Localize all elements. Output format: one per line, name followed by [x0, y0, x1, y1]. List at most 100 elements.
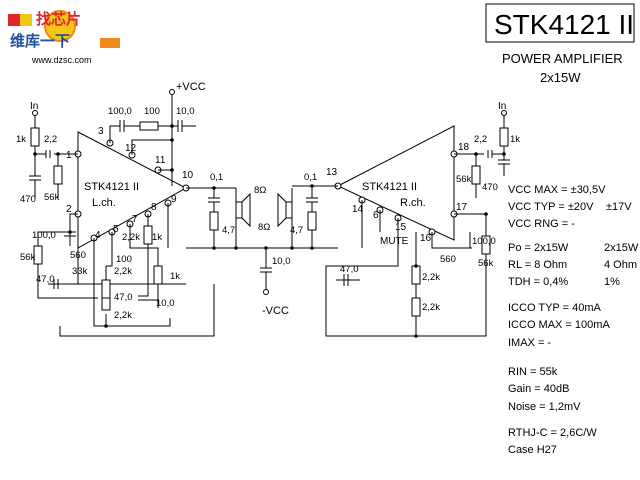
resistor-56k-left-fb: [33, 245, 43, 265]
pin-10-label: 10: [182, 170, 194, 181]
spec-tdh-alt: 1%: [604, 276, 620, 288]
resistor-4-7-left: [209, 211, 219, 231]
pin-11-label: 11: [155, 155, 166, 166]
resistor-2-2k-left-b: [101, 297, 111, 311]
left-channel-label: L.ch.: [92, 197, 116, 209]
pin-1-label: 1: [66, 150, 72, 161]
label-c10-low: 10,0: [156, 298, 175, 309]
input-right-label: In: [498, 101, 506, 112]
pin-5-label: 5: [113, 224, 119, 235]
logo-bottom-text: 维库一下: [10, 32, 70, 50]
pin-12-label: 12: [125, 143, 137, 154]
label-c100-left: 100,0: [32, 230, 56, 241]
label-r560-left: 560: [70, 250, 86, 261]
logo-chip-icon: [44, 10, 76, 42]
left-amplifier: STK4121 II L.ch. 1 2 3 12 11 10 9 8 7 5: [66, 126, 194, 249]
spec-case: Case H27: [508, 444, 557, 456]
input-left-label: In: [30, 101, 38, 112]
right-amp-triangle: [336, 125, 455, 241]
spec-rl-alt: 4 Ohm: [604, 259, 637, 271]
logo-arrow-shape: [100, 38, 120, 48]
pin-4-label: 4: [95, 230, 101, 241]
spec-vcc-typ: VCC TYP = ±20V: [508, 201, 594, 213]
label-c47-right: 47,0: [340, 264, 359, 275]
spec-vcc-typ-alt: ±17V: [606, 201, 632, 213]
spec-icco-typ: ICCO TYP = 40mA: [508, 302, 601, 314]
label-r2-2k-right-a: 2,2k: [422, 272, 440, 283]
label-r2-2k-right-b: 2,2k: [422, 302, 440, 313]
part-number: STK4121 II: [494, 9, 634, 40]
logo-square-red: [8, 14, 20, 26]
label-c10-top: 10,0: [176, 106, 195, 117]
spec-icco-max: ICCO MAX = 100mA: [508, 319, 610, 331]
label-r56k-right: 56k: [456, 174, 472, 185]
resistor-1k-low: [153, 265, 163, 285]
label-r2-2k-left-mid: 2,2k: [122, 232, 140, 243]
pin-9-label: 9: [171, 194, 177, 205]
resistor-2-2k-left-a: [101, 279, 111, 299]
spec-rin: RIN = 55k: [508, 366, 558, 378]
logo-url: www.dzsc.com: [31, 55, 92, 65]
component-labels: 1k 2,2 470 56k 100,0 56k 560 33k 47,0 10…: [16, 106, 520, 321]
label-r560-right: 560: [440, 254, 456, 265]
specs-panel: VCC MAX = ±30,5V VCC TYP = ±20V ±17V VCC…: [508, 184, 639, 456]
pin-8-label: 8: [151, 202, 157, 213]
label-r1k-right: 1k: [510, 134, 520, 145]
input-left-terminal: [32, 110, 38, 116]
pin-7-label: 7: [132, 214, 138, 225]
label-c47-left-b: 47,0: [114, 292, 133, 303]
resistor-1k-mid: [143, 225, 153, 245]
pin-16-label: 16: [420, 233, 432, 244]
label-c2-2-right: 2,2: [474, 134, 487, 145]
spec-vcc-rng: VCC RNG = -: [508, 218, 575, 230]
label-c0-1-right: 0,1: [304, 172, 317, 183]
label-r4-7-left: 4,7: [222, 225, 235, 236]
left-chip-label: STK4121 II: [84, 181, 139, 193]
junctions: [33, 124, 506, 338]
label-r1k-left: 1k: [16, 134, 26, 145]
label-c47-left: 47,0: [36, 274, 55, 285]
label-r2-2k-left-a: 2,2k: [114, 266, 132, 277]
mute-label: MUTE: [380, 236, 409, 247]
spec-po-alt: 2x15W: [604, 242, 639, 254]
spec-vcc-max: VCC MAX = ±30,5V: [508, 184, 606, 196]
dzsc-logo: 找芯片 维库一下 www.dzsc.com: [8, 10, 120, 65]
label-c100-right: 100,0: [472, 236, 496, 247]
label-r100-mid: 100: [116, 254, 132, 265]
power-rating: 2x15W: [540, 70, 581, 85]
spec-tdh: TDH = 0,4%: [508, 276, 568, 288]
right-channel-label: R.ch.: [400, 197, 426, 209]
part-number-box: [485, 3, 635, 43]
label-r33k-left: 33k: [72, 266, 88, 277]
spec-noise: Noise = 1,2mV: [508, 401, 581, 413]
pin-14-label: 14: [352, 204, 364, 215]
vcc-pos-terminal: [169, 89, 175, 95]
label-r2-2k-left-b: 2,2k: [114, 310, 132, 321]
pin-13-label: 13: [326, 167, 338, 178]
speaker-right-icon: [277, 192, 293, 228]
resistor-1k-right: [499, 127, 509, 147]
label-r56k-left: 56k: [44, 192, 60, 203]
spec-rthj: RTHJ-C = 2,6C/W: [508, 427, 597, 439]
pin-3-label: 3: [98, 126, 104, 137]
right-amplifier: STK4121 II R.ch. 13 18 17 14 6 15 16 MUT…: [326, 125, 470, 247]
spec-gain: Gain = 40dB: [508, 383, 569, 395]
label-c470-right: 470: [482, 182, 498, 193]
label-c10-neg: 10,0: [272, 256, 291, 267]
pin-18-label: 18: [458, 142, 470, 153]
label-r100-top: 100: [144, 106, 160, 117]
resistor-56k-right-fb: [481, 235, 491, 255]
logo-top-text: 找芯片: [36, 10, 81, 28]
wiring: [29, 92, 510, 337]
label-r1k-low: 1k: [170, 271, 180, 282]
label-r56k-left-fb: 56k: [20, 252, 36, 263]
pin-2-label: 2: [66, 204, 72, 215]
resistor-4-7-right: [307, 211, 317, 231]
subtitle: POWER AMPLIFIER: [502, 51, 623, 66]
resistor-56k-left: [53, 165, 63, 185]
label-c470-left: 470: [20, 194, 36, 205]
pin-6-label: 6: [373, 210, 379, 221]
resistor-2-2k-right-b: [411, 297, 421, 317]
pin-17-label: 17: [456, 202, 468, 213]
